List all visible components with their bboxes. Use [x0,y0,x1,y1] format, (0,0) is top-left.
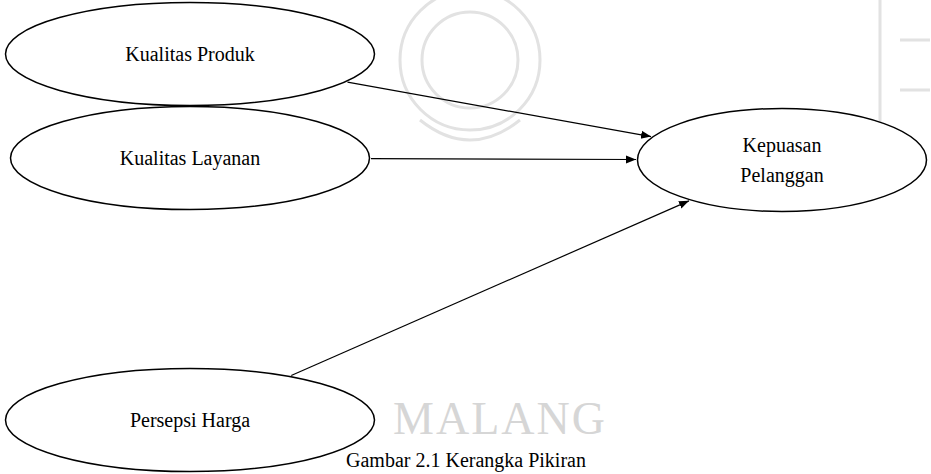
arrow-connector [291,201,689,376]
concept-ellipse: Persepsi Harga [4,367,376,473]
arrow-connector [347,82,651,136]
node-label: Kualitas Produk [125,39,254,69]
node-label: Kepuasan Pelanggan [707,130,857,190]
ellipse-outline [636,107,928,213]
figure-caption: Gambar 2.1 Kerangka Pikiran [346,449,586,472]
concept-ellipse: Kualitas Layanan [9,105,371,211]
concept-ellipse: Kepuasan Pelanggan [636,107,928,213]
arrow-connector [371,158,636,160]
node-label: Persepsi Harga [130,405,250,435]
concept-ellipse: Kualitas Produk [4,1,376,107]
node-label: Kualitas Layanan [120,143,261,173]
watermark-text: MALANG [393,392,607,445]
